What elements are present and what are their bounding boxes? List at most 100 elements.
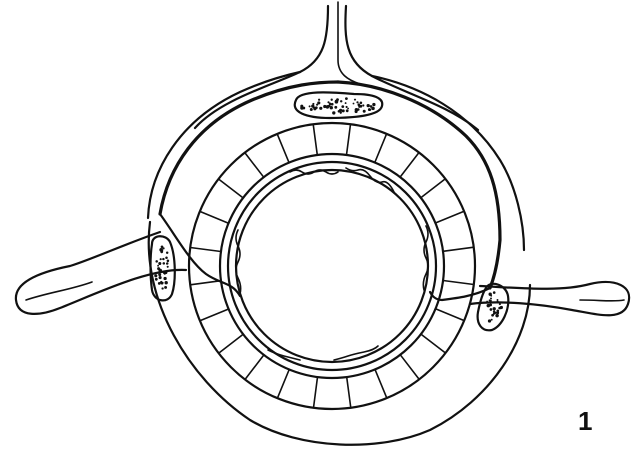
stipple-dot	[500, 306, 503, 309]
stipple-dot	[339, 109, 342, 112]
stipple-dot	[340, 112, 342, 114]
membrane-left	[160, 82, 338, 214]
ring-segment-divider	[245, 153, 264, 178]
stipple-dot	[493, 291, 496, 294]
stipple-dot	[154, 274, 157, 277]
stipple-dot	[162, 258, 164, 260]
stipple-dot	[332, 111, 335, 114]
ring-segment-divider	[190, 248, 221, 252]
ring-segment-divider	[400, 153, 419, 178]
ring-segments	[190, 124, 474, 408]
stipple-dot	[166, 270, 168, 272]
stipple-dot	[345, 102, 347, 104]
stipple-dot	[158, 262, 161, 265]
stipple-dot	[356, 101, 358, 103]
stipple-dot	[369, 109, 371, 111]
ring-segment-divider	[219, 179, 244, 198]
stipple-dot	[341, 105, 344, 108]
stipple-dot	[486, 301, 488, 303]
stipple-dot	[160, 258, 162, 260]
stipple-dot	[157, 265, 159, 267]
ring-segment-divider	[435, 211, 464, 223]
stipple-dot	[359, 105, 362, 108]
stipple-dot	[330, 106, 333, 109]
stipple-dot	[162, 247, 164, 249]
stipple-dot	[496, 301, 498, 303]
stipple-dots	[154, 97, 503, 322]
stipple-dot	[353, 103, 355, 105]
stipple-dot	[329, 103, 332, 106]
stipple-dot	[165, 281, 168, 284]
ring-segment-divider	[314, 377, 318, 408]
stipple-dot	[335, 100, 338, 103]
stipple-dot	[163, 262, 166, 265]
ring-segment-divider	[347, 124, 351, 155]
stipple-dot	[334, 106, 337, 109]
stipple-dot	[355, 110, 358, 113]
figure-label: 1	[578, 408, 592, 434]
stipple-dot	[159, 276, 162, 279]
ring-segment-divider	[219, 334, 244, 353]
stipple-dot	[363, 110, 366, 113]
ring-segment-divider	[347, 377, 351, 408]
stipple-dot	[357, 108, 360, 111]
stipple-dot	[372, 103, 375, 106]
stipple-dot	[327, 105, 329, 107]
stipple-dot	[155, 278, 158, 281]
stipple-dot	[347, 108, 349, 110]
stipple-dot	[160, 271, 162, 273]
stipple-dot	[158, 273, 161, 276]
stipple-dot	[346, 106, 348, 108]
ring-segment-divider	[200, 211, 229, 223]
outer-ring-upper-left	[148, 72, 300, 218]
stipple-dot	[161, 287, 163, 289]
ring-segment-divider	[277, 134, 289, 163]
stipple-dot	[164, 286, 167, 289]
stipple-dot	[490, 308, 493, 311]
stipple-dot	[370, 105, 373, 108]
stipple-dot	[499, 303, 501, 305]
ring-segment-divider	[190, 281, 221, 285]
stipple-dot	[309, 105, 311, 107]
ring-segment-divider	[375, 369, 387, 398]
stipple-dot	[323, 105, 326, 108]
stipple-dot	[497, 299, 499, 301]
stipple-dot	[166, 262, 168, 264]
outer-ring-upper-right	[372, 76, 524, 250]
segmented-ring-outer	[189, 123, 475, 409]
left-wing-inner	[26, 282, 92, 300]
stipple-dot	[164, 273, 166, 275]
ring-segment-divider	[245, 355, 264, 380]
stipple-dot	[318, 99, 320, 101]
stipple-dot	[165, 257, 168, 260]
ring-segment-divider	[313, 124, 317, 155]
stipple-dot	[346, 109, 349, 112]
ring-segment-divider	[200, 309, 229, 321]
ring-segment-divider	[421, 179, 446, 198]
stipple-dot	[300, 106, 303, 109]
stipple-dot	[491, 319, 493, 321]
stipple-dot	[354, 99, 356, 101]
ring-segment-divider	[400, 355, 419, 380]
stipple-dot	[496, 309, 499, 312]
stipple-dot	[497, 312, 499, 314]
stipple-dot	[331, 99, 333, 101]
stipple-dot	[493, 307, 496, 310]
stipple-dot	[317, 101, 320, 104]
stipple-dot	[160, 249, 163, 252]
stipple-dot	[158, 282, 161, 285]
segmented-ring-inner	[220, 154, 444, 378]
ring-segment-divider	[375, 134, 387, 163]
stipple-dot	[490, 300, 492, 302]
stipple-dot	[319, 107, 322, 110]
right-wing-inner	[580, 300, 624, 301]
stipple-dot	[167, 260, 170, 263]
stipple-dot	[345, 97, 348, 100]
stipple-dot	[367, 104, 370, 107]
stipple-dot	[490, 295, 492, 297]
stipple-dot	[362, 104, 364, 106]
stipple-dot	[487, 304, 491, 308]
stipple-dot	[495, 314, 498, 317]
stipple-dot	[313, 107, 316, 110]
lumen-outer	[228, 162, 436, 370]
